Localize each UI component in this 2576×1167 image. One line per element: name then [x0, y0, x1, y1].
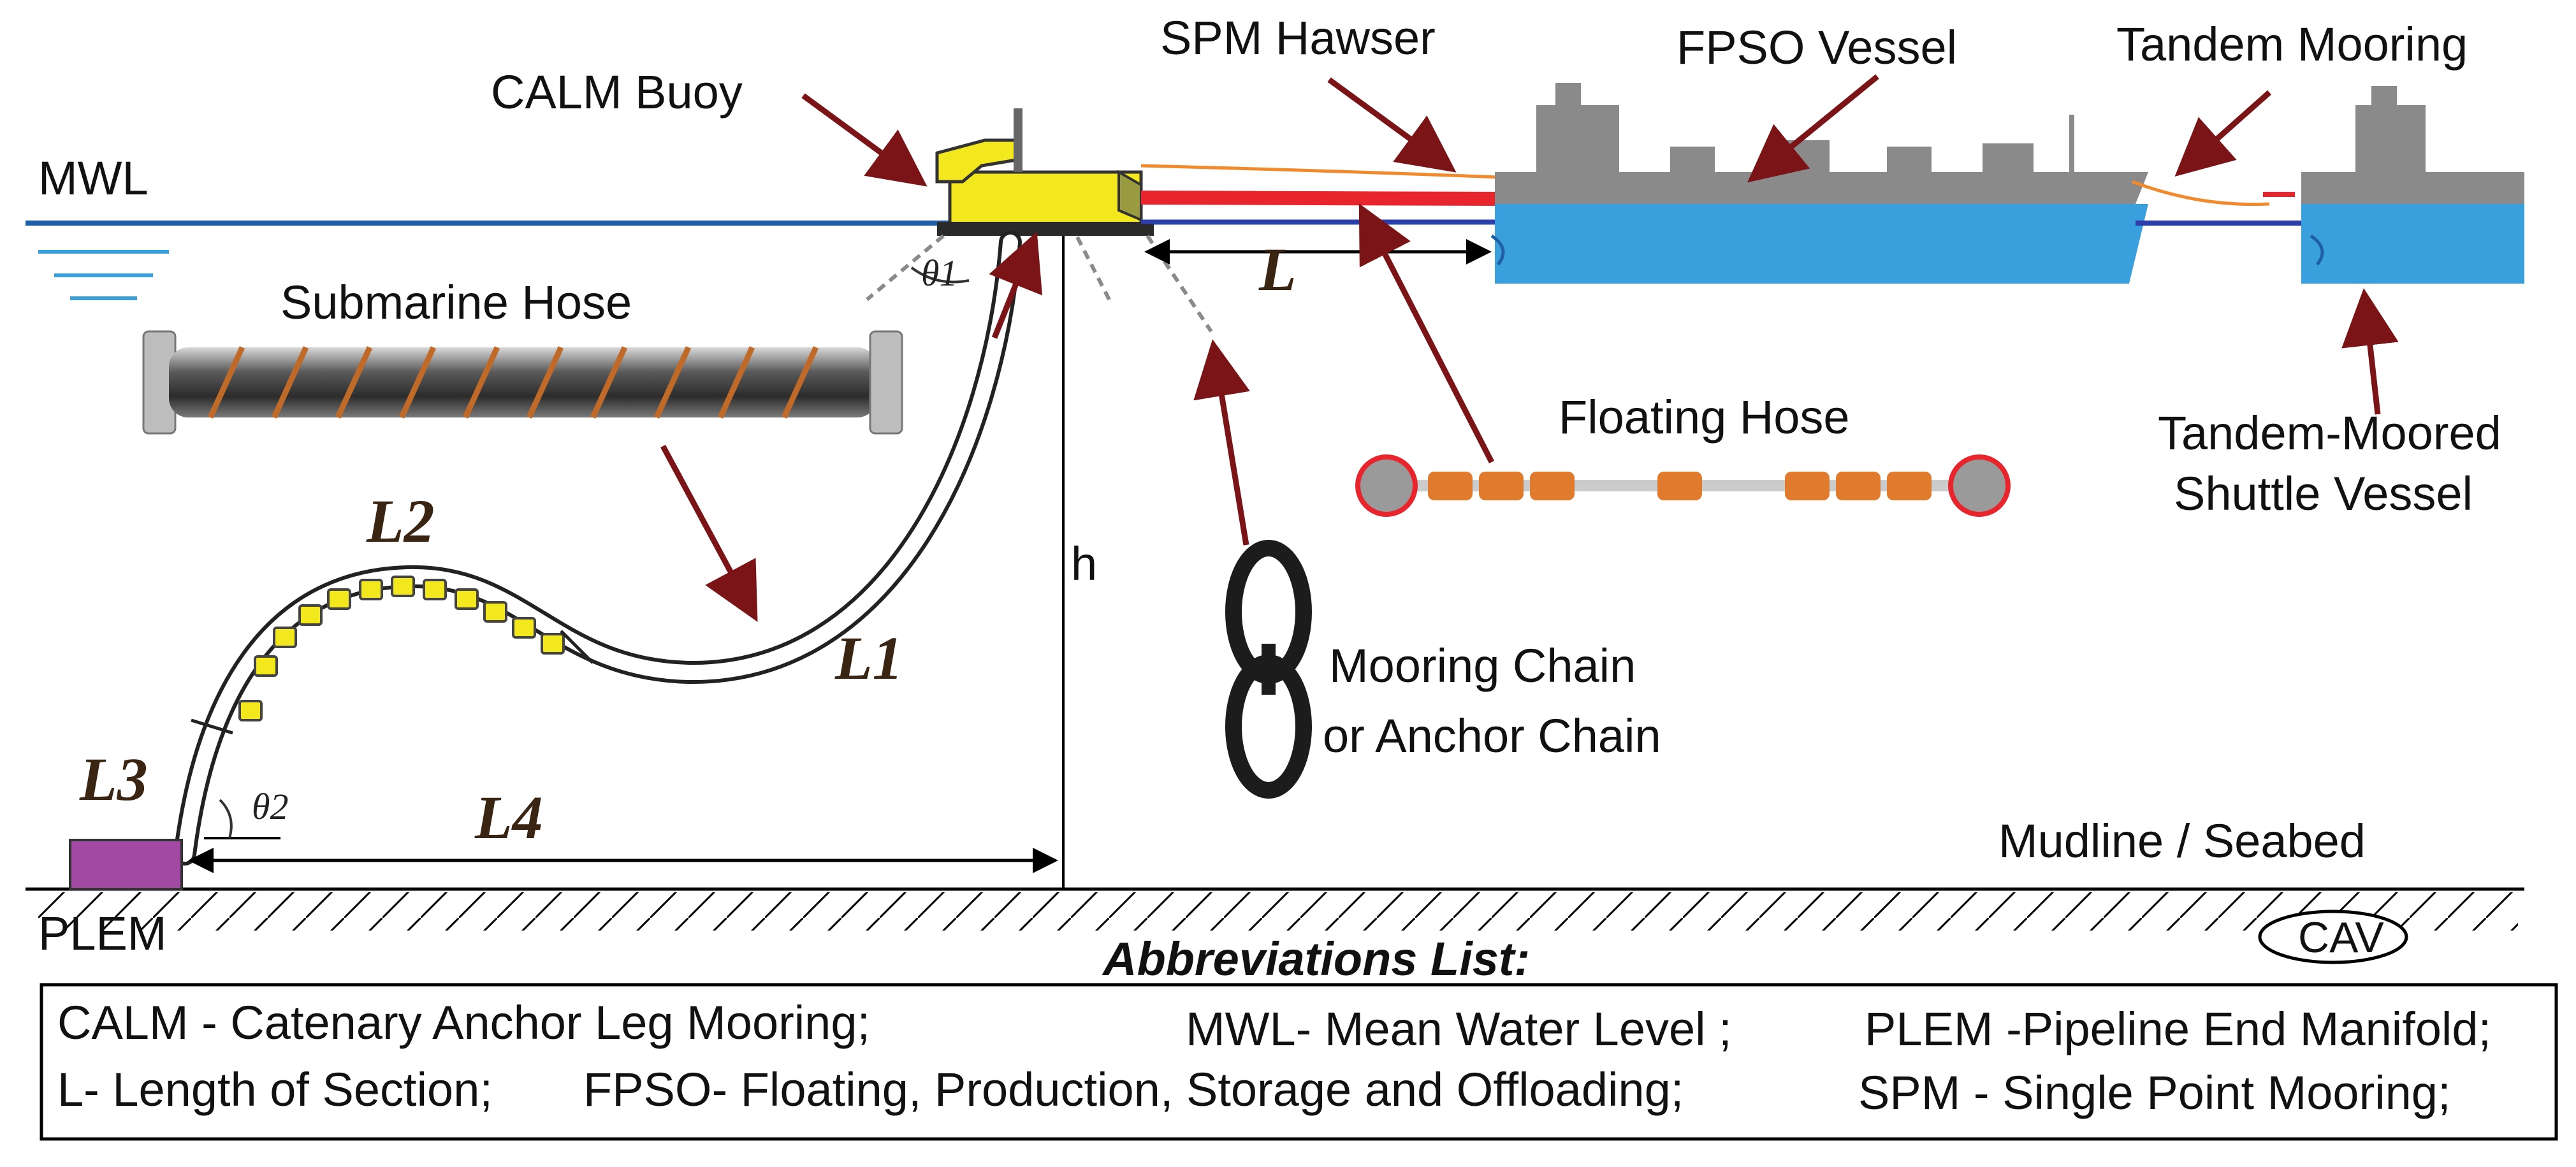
seabed — [25, 887, 2524, 931]
tandem-moored-label-line2: Shuttle Vessel — [2174, 467, 2473, 520]
abbr-plem: PLEM -Pipeline End Manifold; — [1865, 1003, 2491, 1055]
theta2-label: θ2 — [252, 786, 289, 827]
mooring-chain-label-line1: Mooring Chain — [1329, 639, 1636, 692]
spm-hawser-label: SPM Hawser — [1160, 11, 1436, 64]
l2-label: L2 — [366, 487, 435, 555]
fpso-vessel-label: FPSO Vessel — [1677, 21, 1957, 74]
abbreviations-box — [40, 983, 2558, 1141]
hose-top-arrow — [989, 231, 1043, 339]
l4-label: L4 — [474, 783, 543, 852]
mwl-label: MWL — [38, 152, 149, 205]
l3-label: L3 — [79, 745, 148, 813]
tandem-mooring-line — [2132, 180, 2301, 226]
tandem-moored-label-line1: Tandem-Moored — [2158, 407, 2501, 460]
abbr-fpso: FPSO- Floating, Production, Storage and … — [583, 1063, 1684, 1116]
spm-hawser-arrow — [1327, 77, 1457, 173]
mooring-chain-arrow — [1193, 339, 1251, 546]
abbreviations-title: Abbreviations List: — [1102, 932, 1530, 985]
floating-hose-image — [1355, 454, 2011, 517]
shuttle-vessel-arrow — [2341, 288, 2399, 415]
tandem-mooring-label: Tandem Mooring — [2116, 18, 2468, 71]
submarine-hose-label: Submarine Hose — [280, 276, 632, 329]
abbr-l: L- Length of Section; — [57, 1063, 493, 1116]
shuttle-vessel — [2301, 86, 2524, 284]
hose-floats — [238, 576, 565, 721]
plem-label: PLEM — [38, 907, 167, 960]
fpso-vessel-arrow — [1747, 74, 1879, 183]
mudline-label: Mudline / Seabed — [1998, 815, 2366, 867]
l-label: L — [1258, 235, 1297, 303]
abbr-mwl: MWL- Mean Water Level ; — [1186, 1003, 1732, 1055]
calm-buoy — [935, 108, 1154, 236]
tandem-mooring-arrow — [2174, 90, 2271, 177]
floating-hose-label: Floating Hose — [1559, 391, 1850, 444]
plem-block — [69, 839, 183, 890]
theta1-arc — [910, 266, 970, 284]
fpso-vessel — [1490, 83, 2148, 284]
submarine-hose-image — [142, 330, 903, 435]
l1-label: L1 — [834, 624, 903, 692]
cav-label: CAV — [2298, 913, 2384, 962]
mooring-chain-icon — [1225, 540, 1312, 799]
floating-hose-arrow — [1358, 203, 1495, 464]
theta1-label: θ1 — [921, 252, 958, 294]
calm-buoy-label: CALM Buoy — [491, 66, 743, 119]
calm-buoy-arrow — [801, 93, 928, 187]
cav-ellipse — [2258, 910, 2408, 964]
submarine-hose-arrow — [660, 444, 758, 622]
theta2-arc — [219, 799, 233, 839]
spm-hawser — [1140, 164, 1499, 224]
abbr-spm: SPM - Single Point Mooring; — [1858, 1066, 2451, 1119]
water-level-symbol — [38, 250, 169, 300]
abbr-calm: CALM - Catenary Anchor Leg Mooring; — [57, 996, 870, 1049]
mooring-chain-label-line2: or Anchor Chain — [1323, 709, 1661, 762]
submarine-hose-string — [173, 231, 1022, 866]
h-label: h — [1071, 537, 1097, 590]
